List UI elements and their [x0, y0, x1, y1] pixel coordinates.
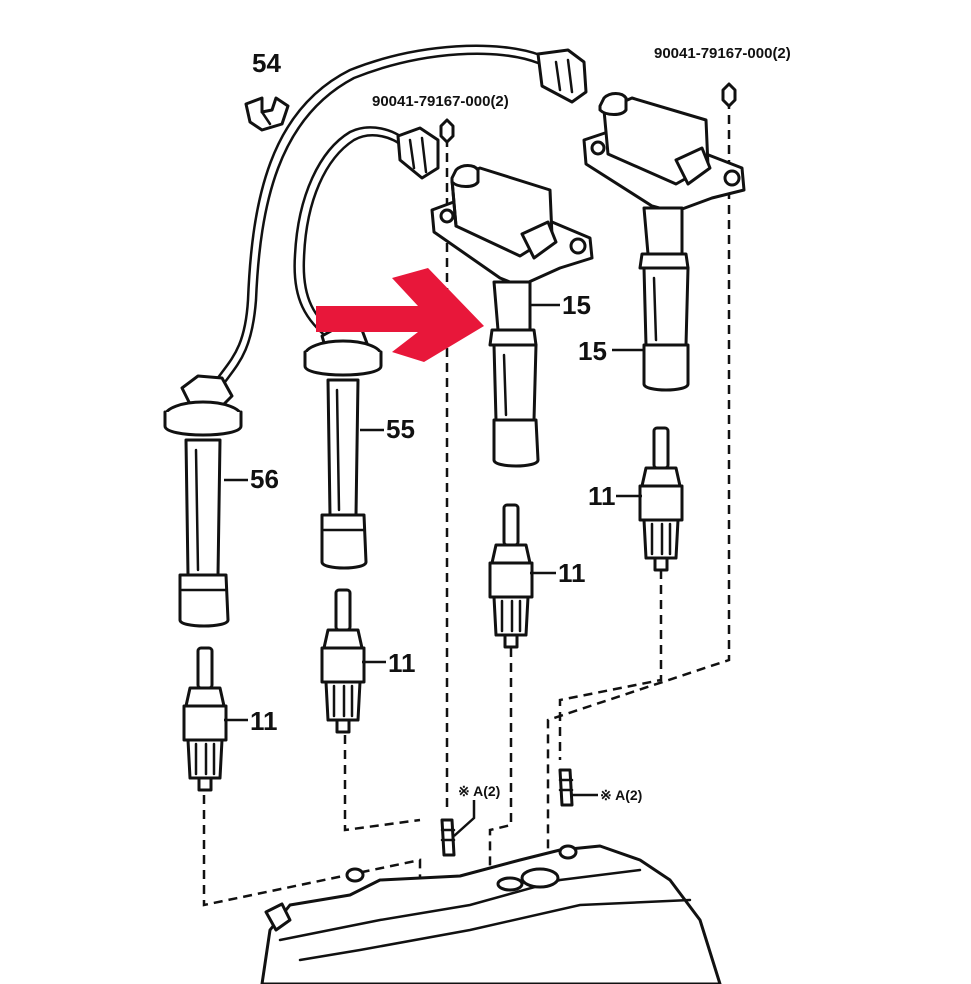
callout-15-front: 15 [562, 290, 591, 320]
spark-plug-3 [488, 503, 534, 649]
bolt-rear [721, 82, 737, 108]
ignition-coil-rear-15 [582, 92, 746, 392]
spark-plug-cord-55 [293, 126, 440, 570]
callout-15-rear: 15 [578, 336, 607, 366]
bolt-part-number-rear: 90041-79167-000(2) [654, 45, 791, 62]
stud-bolt-left [440, 818, 456, 857]
bolt-front [439, 118, 455, 144]
stud-bolt-right [558, 768, 574, 807]
bolt-part-number-front: 90041-79167-000(2) [372, 93, 509, 110]
ref-mark-left: ※ A(2) [458, 783, 500, 799]
spark-plug-2 [320, 588, 366, 734]
spark-plug-1 [182, 646, 228, 792]
ref-mark-right: ※ A(2) [600, 787, 642, 803]
spark-plug-cord-56 [163, 44, 588, 628]
spark-plug-4 [638, 426, 684, 572]
callout-11-plug-4: 11 [588, 481, 616, 511]
callout-11-plug-2: 11 [388, 648, 416, 678]
leader-lines [224, 303, 644, 837]
cylinder-head-cover [260, 844, 722, 984]
ignition-coil-front-15 [430, 164, 594, 468]
callout-54: 54 [252, 48, 281, 78]
callout-11-plug-1: 11 [250, 706, 278, 736]
callout-55: 55 [386, 414, 415, 444]
callout-11-plug-3: 11 [558, 558, 586, 588]
clip-part-54 [244, 96, 290, 132]
callout-56: 56 [250, 464, 279, 494]
highlight-arrow [316, 268, 484, 362]
